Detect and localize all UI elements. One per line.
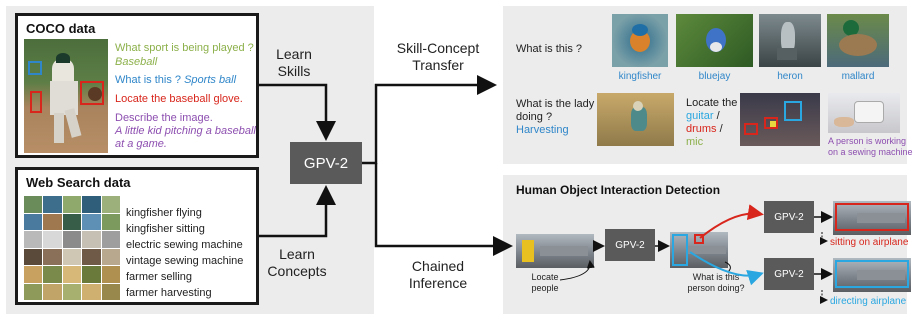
person-box-red bbox=[694, 234, 704, 244]
gpv2-main-box: GPV-2 bbox=[290, 142, 362, 184]
learn-concepts-line2: Concepts bbox=[267, 263, 327, 279]
chained-line1: Chained bbox=[411, 258, 465, 274]
learn-concepts-label: Learn Concepts bbox=[262, 246, 332, 280]
question-line1: What is this bbox=[692, 272, 740, 282]
question-line2: person doing? bbox=[687, 283, 745, 293]
harvesting-image bbox=[597, 93, 674, 146]
chained-line2: Inference bbox=[408, 275, 468, 291]
hoi-out-blue: directing airplane bbox=[830, 296, 907, 307]
web-item-0: kingfisher flying bbox=[126, 207, 202, 219]
transfer-q-what: What is this ? bbox=[516, 43, 583, 55]
hoi-people-image bbox=[670, 232, 728, 268]
coco-q2-text: What is this ? bbox=[115, 74, 182, 86]
slash-2: / bbox=[716, 123, 723, 135]
mallard-image bbox=[827, 14, 889, 67]
web-item-5: farmer harvesting bbox=[126, 287, 212, 299]
gpv-output-arrows bbox=[362, 75, 513, 256]
coco-q1: What sport is being played ? bbox=[115, 42, 254, 54]
hoi-locate-people: Locate people bbox=[520, 272, 570, 294]
web-item-4: farmer selling bbox=[126, 271, 193, 283]
coco-a1: Baseball bbox=[115, 56, 158, 68]
transfer-line1: Skill-Concept bbox=[396, 40, 480, 56]
hoi-gpv2-box-3: GPV-2 bbox=[764, 258, 814, 290]
transfer-locate: Locate the guitar / drums / mic bbox=[686, 97, 737, 149]
q-lady-line1: What is the lady bbox=[516, 98, 595, 110]
hoi-output-blue-image bbox=[833, 258, 911, 292]
bluejay-image bbox=[676, 14, 753, 67]
locate-line1: Locate bbox=[531, 272, 559, 282]
bird-label-bluejay: bluejay bbox=[698, 71, 731, 82]
web-item-2: electric sewing machine bbox=[126, 239, 243, 251]
learn-skills-label: Learn Skills bbox=[266, 46, 322, 80]
bird-label-mallard: mallard bbox=[841, 71, 875, 82]
web-search-box: Web Search data kingfisher flying kingfi… bbox=[15, 167, 259, 305]
chained-inference-label: Chained Inference bbox=[398, 258, 478, 292]
sewing-line1: A person is working bbox=[828, 136, 907, 146]
coco-a2: Sports ball bbox=[184, 74, 237, 86]
coco-a4-line2: at a game. bbox=[115, 138, 167, 150]
coco-a4-line1: A little kid pitching a baseball bbox=[115, 125, 256, 137]
glove-box-2 bbox=[30, 91, 42, 113]
sewing-image bbox=[828, 93, 900, 133]
learn-skills-arrow bbox=[259, 83, 336, 141]
band-image bbox=[740, 93, 820, 146]
airplane-box-blue bbox=[835, 260, 909, 288]
skill-concept-transfer-label: Skill-Concept Transfer bbox=[386, 40, 490, 74]
q-lady-line2: doing ? bbox=[516, 111, 553, 123]
transfer-line2: Transfer bbox=[412, 57, 464, 73]
hoi-out-red: sitting on airplane bbox=[830, 237, 909, 248]
learn-skills-line2: Skills bbox=[277, 63, 311, 79]
web-item-1: kingfisher sitting bbox=[126, 223, 205, 235]
sewing-line2: on a sewing machine bbox=[828, 147, 913, 157]
a-lady: Harvesting bbox=[516, 124, 569, 136]
hoi-gpv2-box-1: GPV-2 bbox=[605, 229, 655, 261]
coco-q4: Describe the image. bbox=[115, 112, 213, 124]
learn-concepts-line1: Learn bbox=[279, 246, 315, 262]
bird-label-heron: heron bbox=[777, 71, 803, 82]
locate-the: Locate the bbox=[686, 97, 738, 109]
web-item-3: vintage sewing machine bbox=[126, 255, 244, 267]
heron-image bbox=[759, 14, 821, 67]
hoi-title: Human Object Interaction Detection bbox=[516, 183, 721, 197]
web-image-mosaic bbox=[24, 196, 120, 300]
coco-title: COCO data bbox=[26, 21, 96, 36]
drums-box bbox=[744, 123, 758, 135]
guitar-box bbox=[784, 101, 802, 121]
kingfisher-image bbox=[612, 14, 668, 67]
slash-1: / bbox=[713, 110, 720, 122]
person-box-blue bbox=[672, 234, 688, 266]
coco-q3: Locate the baseball glove. bbox=[115, 93, 243, 105]
coco-data-box: COCO data What sport is being played ? B… bbox=[15, 13, 259, 158]
baseball-image bbox=[24, 39, 108, 153]
locate-line2: people bbox=[531, 283, 559, 293]
sewing-caption: A person is working on a sewing machine bbox=[828, 136, 913, 158]
bird-label-kingfisher: kingfisher bbox=[618, 71, 662, 82]
transfer-q-lady: What is the lady doing ? Harvesting bbox=[516, 98, 594, 137]
coco-q2: What is this ? Sports ball bbox=[115, 74, 236, 87]
locate-guitar: guitar bbox=[686, 110, 714, 122]
learn-skills-line1: Learn bbox=[276, 46, 312, 62]
hoi-question: What is this person doing? bbox=[686, 272, 746, 294]
hoi-input-image bbox=[516, 234, 594, 268]
hoi-output-red-image bbox=[833, 201, 911, 235]
locate-mic: mic bbox=[686, 136, 704, 148]
hoi-flow-arrows bbox=[559, 204, 833, 304]
glove-box bbox=[80, 81, 104, 105]
hoi-gpv2-box-2: GPV-2 bbox=[764, 201, 814, 233]
sports-ball-box bbox=[28, 61, 42, 75]
learn-concepts-arrow bbox=[259, 185, 336, 238]
airplane-box-red bbox=[835, 203, 909, 231]
locate-drums: drums bbox=[686, 123, 717, 135]
drums-box-2 bbox=[764, 117, 778, 129]
web-title: Web Search data bbox=[26, 175, 131, 190]
